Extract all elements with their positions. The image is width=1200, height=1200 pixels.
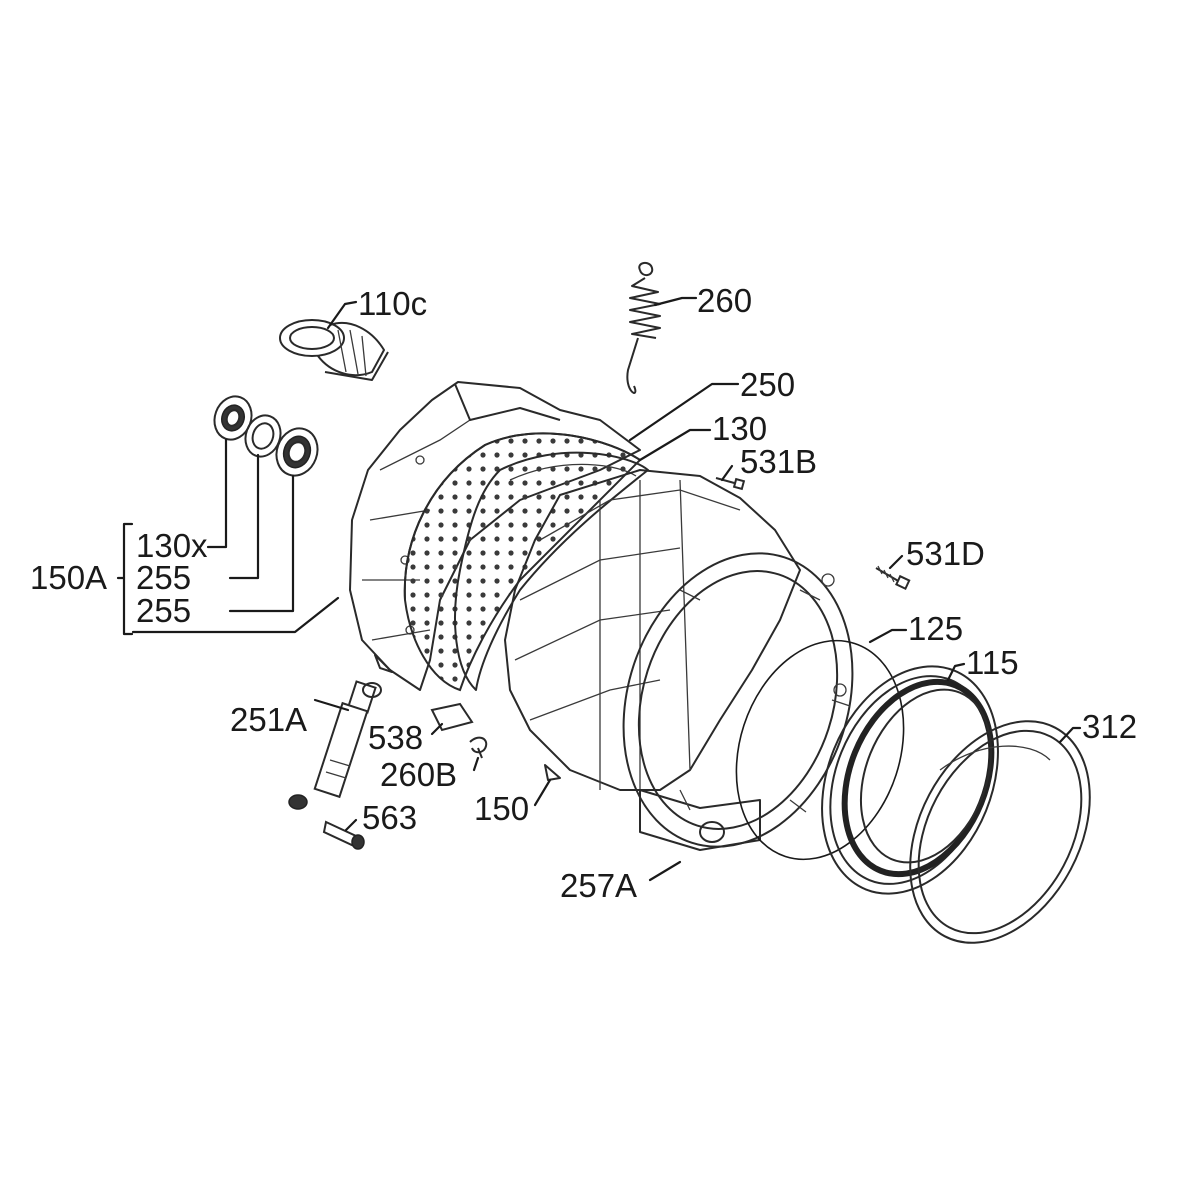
seal-130x [213, 395, 253, 441]
bearing-set [213, 395, 319, 477]
callout-255-a: 255 [136, 559, 191, 596]
clip-260B [469, 736, 488, 759]
wire-ring-125 [735, 639, 905, 861]
bearing-255-b [275, 427, 319, 477]
callout-312: 312 [1082, 708, 1137, 745]
callout-531B: 531B [740, 443, 817, 480]
callout-115: 115 [966, 644, 1019, 681]
callout-110c: 110c [358, 285, 427, 322]
front-tub-150 [504, 469, 801, 851]
callout-130: 130 [712, 410, 767, 447]
callout-531D: 531D [906, 535, 985, 572]
callout-130x: 130x [136, 527, 208, 564]
callout-257A: 257A [560, 867, 637, 904]
front-frame-257A [622, 552, 854, 848]
callout-255-b: 255 [136, 592, 191, 629]
bolt-531D [875, 565, 911, 590]
bolt-531B [715, 477, 746, 491]
bearing-255-a [244, 414, 282, 458]
spring-part-260 [626, 262, 661, 394]
callout-150A: 150A [30, 559, 107, 596]
clip-538 [430, 702, 474, 732]
callout-251A: 251A [230, 701, 307, 738]
callout-125: 125 [908, 610, 963, 647]
callout-labels: 110c 260 250 130 531B 531D 125 115 312 1… [30, 282, 1137, 904]
shock-absorber-251A [288, 680, 382, 810]
rear-tub [349, 381, 641, 691]
callout-260: 260 [697, 282, 752, 319]
callout-563: 563 [362, 799, 417, 836]
door-bowl-312 [909, 720, 1091, 944]
callout-538: 538 [368, 719, 423, 756]
callout-250: 250 [740, 366, 795, 403]
callout-150: 150 [474, 790, 529, 827]
leader-lines [116, 296, 1082, 882]
callout-260B: 260B [380, 756, 457, 793]
perforated-drum-250 [403, 432, 642, 692]
tub-weight-block [639, 789, 761, 851]
pin-563 [322, 820, 365, 850]
hose-part-110c [279, 319, 389, 381]
door-seal-115 [821, 665, 999, 895]
